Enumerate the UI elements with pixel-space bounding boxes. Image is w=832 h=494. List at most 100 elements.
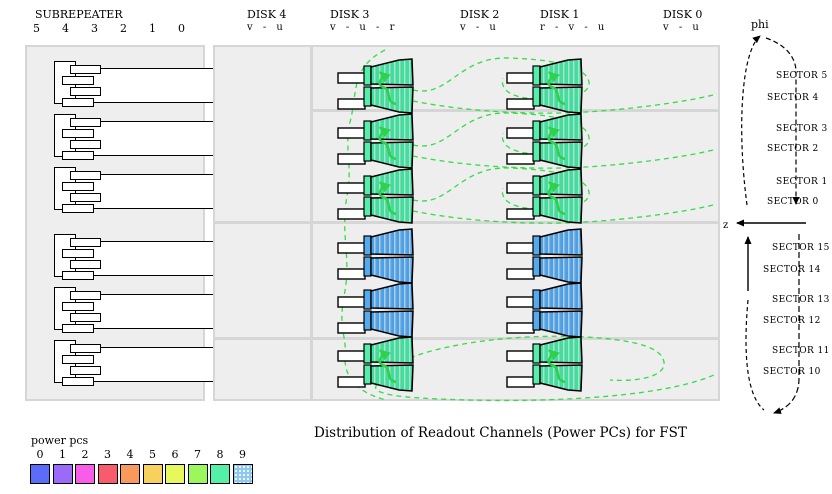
module-stem [337,153,366,165]
module-stem [337,98,366,110]
module-stem [506,153,535,165]
module-tab [532,141,541,162]
module-wedge-upper [539,228,583,256]
readout-direction-arrow [378,349,397,384]
module-wedge-upper [370,113,414,141]
subrepeater-card [54,167,230,213]
module-stem [337,182,366,194]
legend-number: 9 [239,448,246,461]
subrepeater-card [54,234,230,280]
z-label: z [723,220,728,231]
row-divider-2 [214,221,719,224]
card-prong [70,87,101,96]
slot-number: 1 [149,22,156,35]
readout-direction-arrow [378,181,397,216]
module-stem [337,322,366,334]
module-wedge-upper [370,282,414,310]
module-stem [506,72,535,84]
module-stem [337,296,366,308]
module-tab [363,196,372,217]
module-tab [532,196,541,217]
card-prong [62,182,94,191]
module-tab [363,343,372,364]
legend-swatch-5 [142,464,163,484]
module-wedge-upper [370,228,414,256]
readout-direction-arrow [547,126,566,161]
legend-number: 8 [216,448,224,461]
module-wedge-upper [370,58,414,86]
module-tab [532,310,541,331]
readout-direction-arrow [378,126,397,161]
readout-direction-arrow [547,349,566,384]
card-prong [70,291,101,300]
card-prong [70,260,101,269]
sector-label: SECTOR 15 [772,243,830,253]
slot-number: 5 [33,22,40,35]
sector-label: SECTOR 5 [776,71,828,81]
module-tab [363,256,372,277]
slot-number: 0 [178,22,185,35]
row-divider-3 [214,337,719,340]
sector-label: SECTOR 11 [772,346,830,356]
readout-direction-arrow [547,71,566,106]
legend-number: 6 [171,448,179,461]
module-tab [363,364,372,385]
slot-number: 4 [62,22,69,35]
diagram-title: Distribution of Readout Channels (Power … [314,425,687,441]
card-prong [70,344,101,353]
slot-number: 2 [120,22,127,35]
module-wedge-lower [370,310,414,338]
module-wedge-pair-green [337,336,414,392]
readout-direction-arrow [547,181,566,216]
card-prong [70,118,101,127]
subrepeater-card [54,61,230,107]
module-tab [532,86,541,107]
module-wedge-lower [539,310,583,338]
module-stem [337,72,366,84]
subrepeater-slot-numbers: 5 4 3 2 1 0 [33,22,185,35]
module-wedge-lower [370,141,414,169]
module-wedge-upper [539,336,583,364]
legend-number: 3 [104,448,111,461]
module-tab [532,364,541,385]
module-stem [337,376,366,388]
module-wedge-upper [370,168,414,196]
module-tab [532,256,541,277]
module-wedge-pair-blue [337,228,414,284]
legend-swatch-1 [52,464,73,484]
module-tab [532,65,541,86]
legend-swatch-8 [210,464,230,484]
card-prong [70,238,101,247]
module-wedge-upper [539,113,583,141]
card-prong [62,355,94,364]
disk2-layers: v - u [460,22,496,33]
module-wedge-lower [539,364,583,392]
module-stem [506,296,535,308]
disk2-header: DISK 2 [460,8,500,21]
subrepeater-card [54,340,230,386]
legend-number: 5 [149,448,156,461]
module-wedge-upper [539,168,583,196]
sector-label: SECTOR 4 [767,93,819,103]
module-stem [506,268,535,280]
module-stem [506,322,535,334]
readout-direction-arrow [378,71,397,106]
card-prong [62,204,94,213]
card-prong [70,193,101,202]
module-wedge-pair-blue [337,282,414,338]
module-wedge-upper [370,336,414,364]
module-wedge-lower [539,256,583,284]
module-wedge-lower [539,196,583,224]
card-prong [62,249,94,258]
legend-swatch-3 [97,464,118,484]
disk3-header: DISK 3 [330,8,370,21]
disk0-layers: v - u [663,22,699,33]
module-tab [363,65,372,86]
module-wedge-pair-green [337,113,414,169]
card-prong [70,171,101,180]
legend-swatch-0 [30,464,50,484]
sector-label: SECTOR 0 [767,197,819,207]
module-tab [363,289,372,310]
module-wedge-pair-blue [506,228,583,284]
card-prong [70,65,101,74]
